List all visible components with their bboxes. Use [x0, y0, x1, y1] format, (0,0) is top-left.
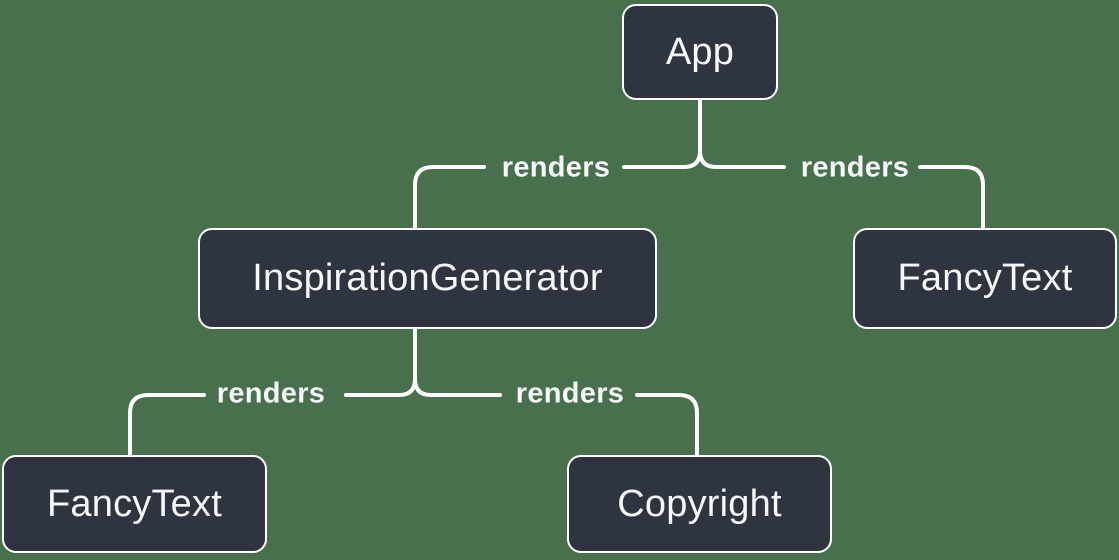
edge-label-app-fancytext: renders [800, 151, 910, 184]
node-fancy-text-left-label: FancyText [47, 482, 222, 525]
node-copyright-label: Copyright [617, 482, 782, 525]
edge-app-to-fancytext-right-arm [698, 149, 786, 169]
node-app-label: App [665, 30, 735, 73]
edge-label-inspirationgenerator-copyright: renders [515, 377, 625, 410]
node-fancy-text-right: FancyText [853, 228, 1117, 329]
node-inspiration-generator-label: InspirationGenerator [252, 257, 603, 299]
edge-inspirationgenerator-to-copyright-drop [635, 393, 699, 457]
node-fancy-text-left: FancyText [2, 455, 267, 553]
node-app: App [622, 4, 778, 100]
node-fancy-text-right-label: FancyText [897, 257, 1073, 299]
edge-inspirationgenerator-to-fancytext-drop [128, 393, 206, 457]
node-copyright: Copyright [567, 455, 832, 553]
edge-app-to-inspirationgenerator-drop [413, 165, 486, 230]
edge-label-app-inspirationgenerator: renders [501, 151, 611, 184]
edge-inspirationgenerator-to-fancytext-left-arm [344, 377, 417, 397]
node-inspiration-generator: InspirationGenerator [198, 228, 657, 329]
edge-app-to-inspirationgenerator-left-arm [622, 149, 702, 169]
edge-app-to-fancytext-drop [918, 165, 985, 230]
edge-inspirationgenerator-to-copyright-right-arm [413, 377, 502, 397]
edge-label-inspirationgenerator-fancytext: renders [216, 377, 326, 410]
